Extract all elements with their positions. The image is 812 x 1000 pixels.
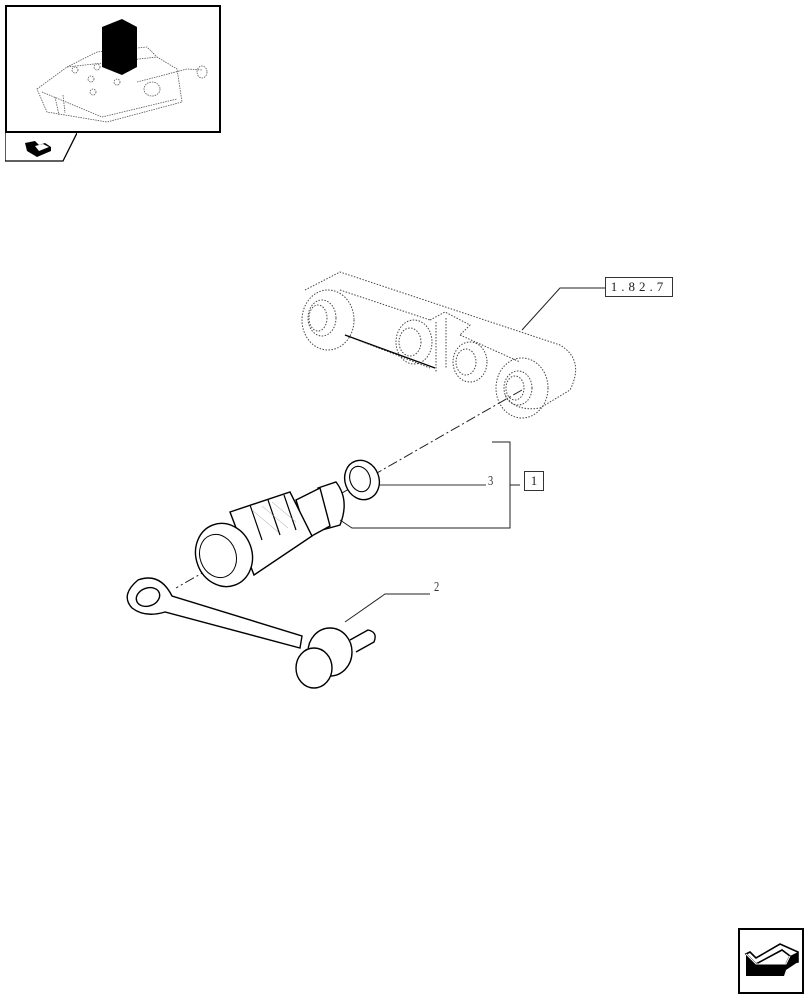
next-page-button[interactable] — [738, 928, 804, 994]
reference-link-1-82-7[interactable]: 1.82.7 — [605, 277, 673, 297]
part-number-2: 2 — [434, 580, 440, 595]
washer-part-3 — [343, 459, 381, 501]
section-arrow-icon — [25, 141, 51, 157]
part-number-3: 3 — [488, 474, 494, 489]
overview-thumbnail[interactable] — [5, 5, 221, 133]
next-page-arrow-icon — [744, 943, 799, 976]
kit-reference-box[interactable]: 1 — [524, 471, 544, 491]
dust-cap-part-2 — [126, 577, 376, 689]
quick-coupler-body — [194, 481, 345, 588]
lift-arm-bracket — [301, 271, 577, 419]
section-tab[interactable] — [5, 133, 77, 163]
lift-assembly-thumbnail-icon — [36, 19, 208, 123]
